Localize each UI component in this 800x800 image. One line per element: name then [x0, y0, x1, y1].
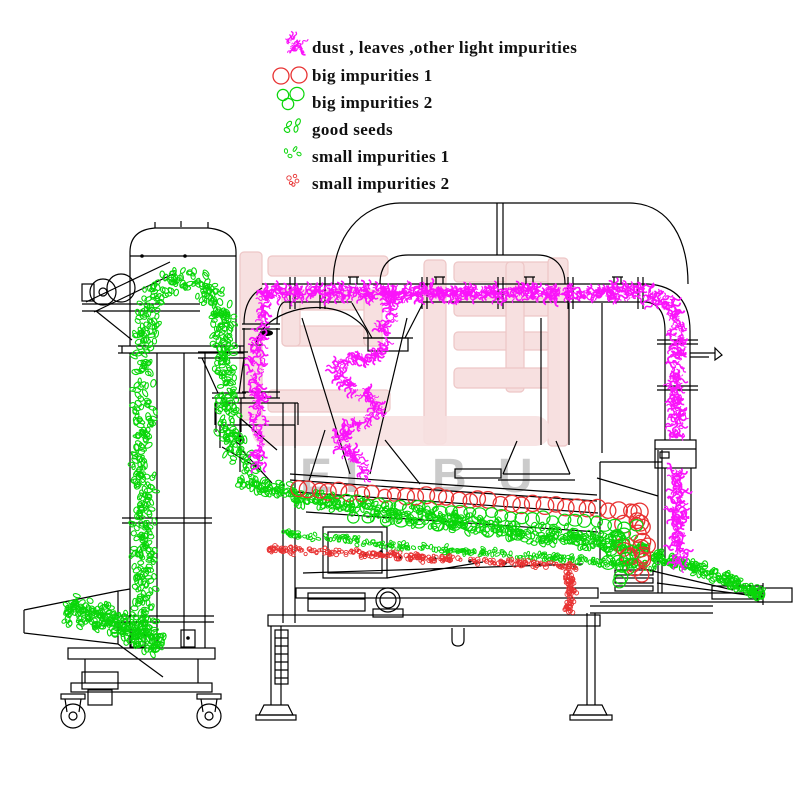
seed-elevator-flow [127, 267, 264, 640]
watermark [239, 251, 569, 447]
legend-label-big2: big impurities 2 [312, 93, 433, 112]
legend-small1-flow [283, 146, 302, 159]
dust-right-down-flow [642, 282, 689, 441]
watermark-letter: I [345, 450, 358, 503]
settling-chamber [454, 303, 603, 481]
legend-dust-flow [285, 30, 309, 56]
legend-seeds-flow [283, 118, 301, 133]
dust-duct-flow [255, 277, 654, 308]
particle-flows [61, 30, 766, 659]
smallimp2-row-flow [266, 543, 579, 572]
watermark-letter: B [432, 450, 467, 503]
legend-big1-flow [272, 66, 308, 85]
legend-label-seeds: good seeds [312, 120, 393, 139]
legend-label-small2: small impurities 2 [312, 174, 450, 193]
screen-frame [255, 587, 763, 721]
legend-label-dust: dust , leaves ,other light impurities [312, 38, 577, 57]
fan-unit [654, 439, 697, 566]
legend-label-small1: small impurities 1 [312, 147, 450, 166]
bucket-elevator [81, 221, 244, 648]
seed-feed-hopper-flow [61, 593, 167, 659]
legend-big2-flow [276, 86, 305, 111]
legend-label-big1: big impurities 1 [312, 66, 433, 85]
legend-small2-flow [286, 173, 300, 187]
legend: dust , leaves ,other light impurities bi… [312, 38, 577, 193]
dust-below-fan-flow [663, 462, 695, 574]
cyclone [250, 302, 424, 485]
smallimp2-fall-flow [562, 568, 580, 615]
bigimp2-row-flow [322, 493, 644, 534]
hood [332, 202, 689, 285]
bigimp2-pile-flow [600, 527, 641, 589]
elevator-base [60, 647, 222, 729]
dust-cyclone-flow [324, 293, 401, 483]
bigimp2-row2-flow [346, 511, 525, 541]
